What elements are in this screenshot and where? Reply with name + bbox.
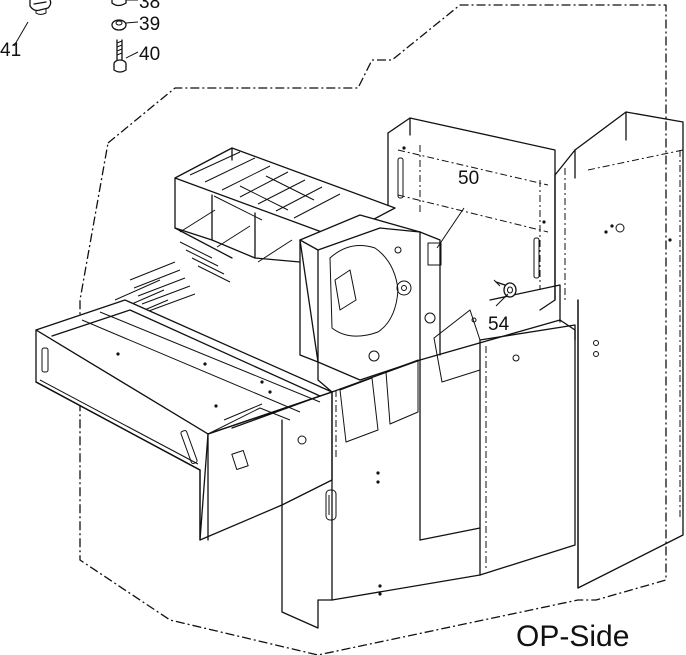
- part-54-pin: [493, 279, 517, 298]
- hardware-41: [13, 0, 52, 47]
- side-label: OP-Side: [516, 620, 629, 653]
- top-module-lower: [174, 209, 301, 263]
- callout-54: 54: [488, 314, 510, 335]
- callout-41: 41: [0, 40, 21, 61]
- hardware-39-washer: [111, 19, 139, 31]
- rear-panel: [387, 117, 556, 311]
- leader-lines: [436, 207, 509, 307]
- callout-39: 39: [139, 14, 160, 35]
- callout-40: 40: [139, 44, 160, 65]
- outer-frame-outline: [79, 4, 667, 655]
- right-cabinet: [554, 111, 684, 589]
- hardware-38: [111, 0, 138, 7]
- part-50-bracket: [427, 242, 442, 266]
- top-module-upper: [174, 147, 396, 259]
- hardware-40-screw: [113, 39, 139, 73]
- callout-50: 50: [458, 168, 479, 189]
- handle: [325, 489, 337, 521]
- right-lower-section: [479, 284, 576, 576]
- front-left-table: [35, 299, 333, 541]
- callout-38: 38: [139, 0, 160, 13]
- lower-skirt: [281, 489, 481, 629]
